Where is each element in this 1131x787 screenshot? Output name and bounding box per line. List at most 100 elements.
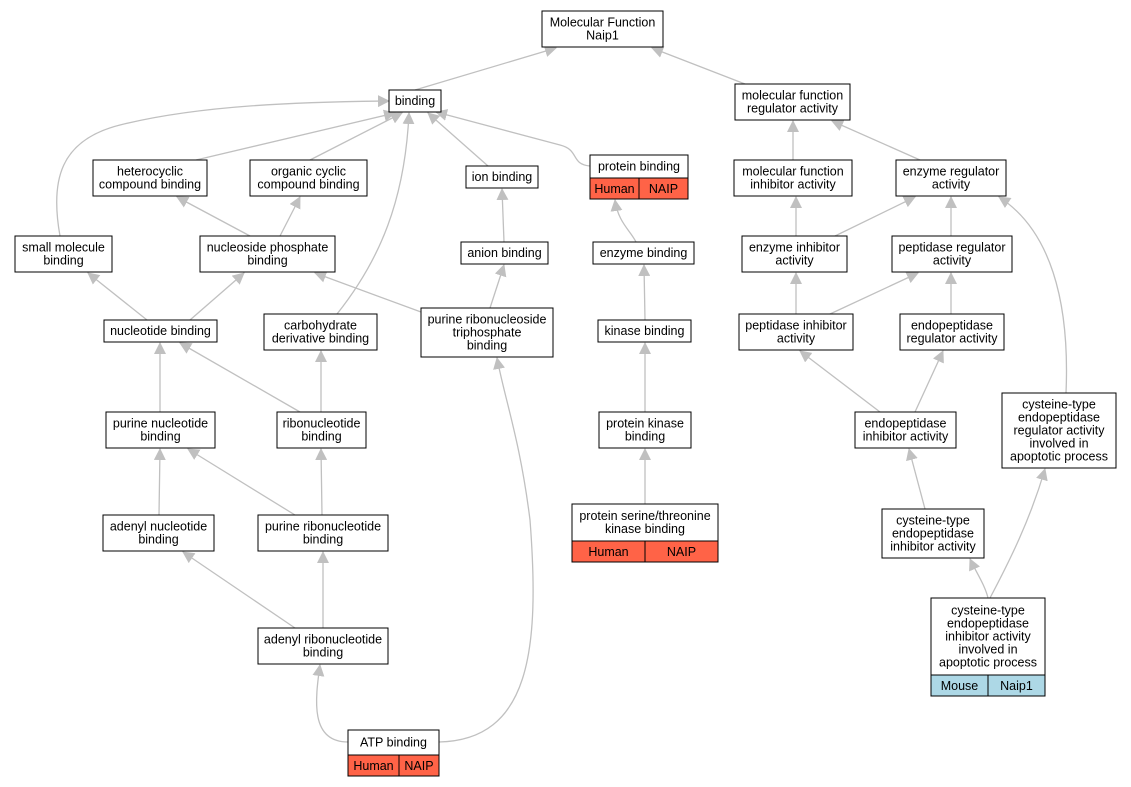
term-label: protein serine/threonine [579, 509, 710, 523]
term-box [388, 89, 442, 113]
term-label: ribonucleotide [283, 417, 361, 431]
term-label: binding [138, 533, 178, 547]
is-a-edge [799, 350, 881, 413]
term-label: inhibitor activity [945, 630, 1031, 644]
is-a-edge [435, 109, 591, 167]
is-a-edge [336, 112, 415, 315]
gene-cell [398, 754, 440, 777]
term-label: purine ribonucleoside [428, 313, 547, 327]
term-label: peptidase inhibitor [745, 319, 846, 333]
term-label: regulator activity [747, 102, 839, 116]
is-a-edge [438, 357, 534, 743]
is-a-edge [153, 448, 166, 516]
term-box [199, 235, 336, 273]
term-label: binding [43, 254, 83, 268]
term-label: inhibitor activity [863, 430, 949, 444]
is-a-edge [489, 264, 507, 309]
term-label: kinase binding [605, 324, 685, 338]
term-label: binding [303, 533, 343, 547]
is-a-edge [831, 119, 921, 161]
is-a-edge [312, 664, 349, 743]
edges-layer [55, 45, 1068, 743]
term-node[interactable]: ion binding [465, 165, 539, 189]
species-label: Human [594, 182, 634, 196]
term-label: heterocyclic [117, 165, 183, 179]
term-box [592, 241, 695, 265]
is-a-edge [179, 342, 301, 413]
term-label: organic cyclic [271, 165, 346, 179]
term-box [465, 165, 539, 189]
species-label: Human [353, 759, 393, 773]
is-a-edge [427, 112, 489, 167]
term-label: kinase binding [605, 522, 685, 536]
term-label: apoptotic process [1010, 450, 1108, 464]
is-a-edge [189, 272, 245, 321]
term-label: ATP binding [360, 736, 427, 750]
is-a-edge [195, 109, 396, 161]
term-box [14, 235, 113, 273]
term-label: ion binding [472, 170, 533, 184]
term-label: adenyl nucleotide [110, 520, 207, 534]
term-node[interactable]: nucleotide binding [103, 319, 218, 343]
gene-label: NAIP [404, 759, 433, 773]
is-a-edge [829, 272, 919, 315]
term-label: enzyme inhibitor [749, 241, 840, 255]
term-box [895, 159, 1007, 197]
term-node[interactable]: kinase binding [597, 319, 692, 343]
is-a-edge [87, 272, 148, 321]
term-box [249, 159, 368, 197]
term-label: binding [625, 430, 665, 444]
term-box [92, 159, 208, 197]
is-a-edge [55, 95, 390, 237]
gene-label: NAIP [649, 182, 678, 196]
is-a-edge [182, 551, 296, 629]
species-label: Mouse [941, 679, 979, 693]
term-label: molecular function [742, 89, 843, 103]
is-a-edge [906, 448, 926, 510]
is-a-edge [989, 468, 1048, 599]
term-label: protein kinase [606, 417, 684, 431]
term-label: small molecule [22, 241, 105, 255]
term-label: binding [303, 646, 343, 660]
is-a-edge [969, 558, 989, 599]
term-node[interactable]: binding [388, 89, 442, 113]
term-label: inhibitor activity [750, 178, 836, 192]
gene-cell [644, 540, 719, 563]
term-label: nucleotide binding [110, 324, 211, 338]
is-a-edge [279, 196, 301, 237]
term-box [854, 411, 957, 449]
gene-label: Naip1 [1000, 679, 1033, 693]
is-a-edge [998, 196, 1068, 394]
term-node[interactable]: enzyme binding [592, 241, 695, 265]
term-label: compound binding [257, 178, 359, 192]
term-node[interactable]: anion binding [460, 241, 549, 265]
